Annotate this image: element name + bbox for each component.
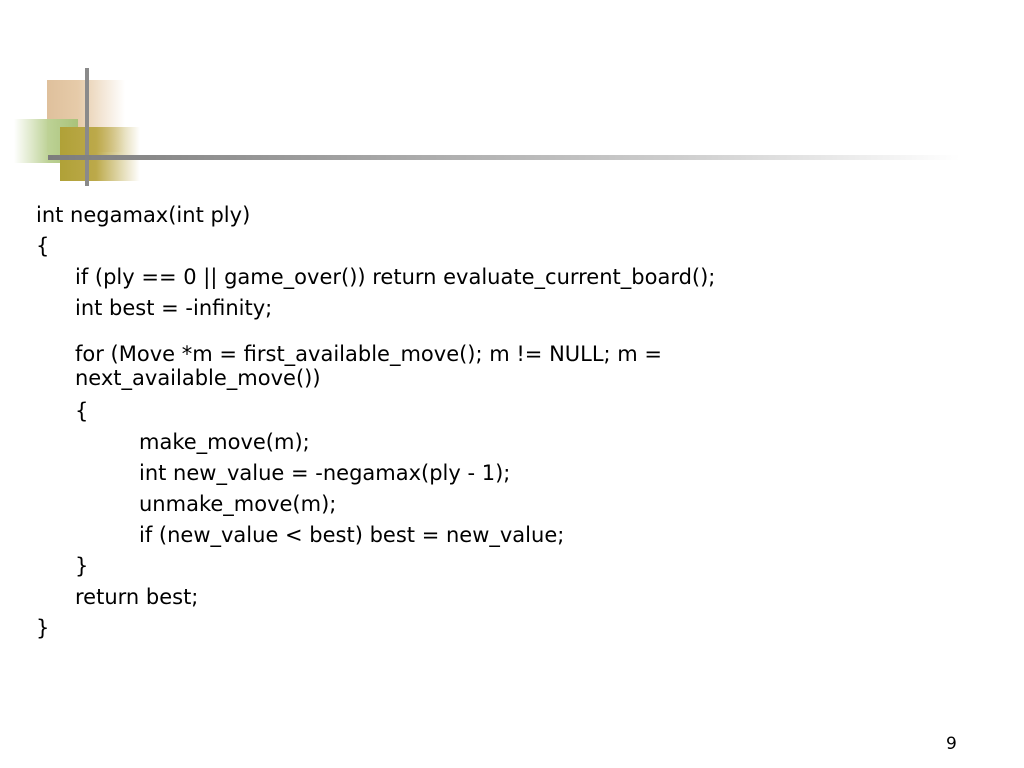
code-line: if (new_value < best) best = new_value;: [139, 523, 565, 547]
code-block: int negamax(int ply) { if (ply == 0 || g…: [36, 200, 986, 644]
code-line: next_available_move()): [75, 366, 321, 390]
code-line: }: [36, 616, 50, 640]
code-line: }: [75, 554, 89, 578]
code-line: {: [36, 234, 50, 258]
code-line: unmake_move(m);: [139, 492, 337, 516]
decor-horizontal-line: [48, 155, 960, 160]
code-line: {: [75, 399, 89, 423]
decor-olive-square: [60, 127, 140, 181]
code-line: if (ply == 0 || game_over()) return eval…: [75, 265, 716, 289]
code-line: int new_value = -negamax(ply - 1);: [139, 461, 511, 485]
decor-vertical-line: [85, 68, 89, 186]
header-decoration: [0, 0, 1000, 200]
code-line: make_move(m);: [139, 430, 310, 454]
code-line: for (Move *m = first_available_move(); m…: [75, 342, 663, 366]
page-number: 9: [946, 734, 957, 754]
code-line: return best;: [75, 585, 199, 609]
code-line: int negamax(int ply): [36, 203, 251, 227]
code-line: int best = -infinity;: [75, 296, 273, 320]
